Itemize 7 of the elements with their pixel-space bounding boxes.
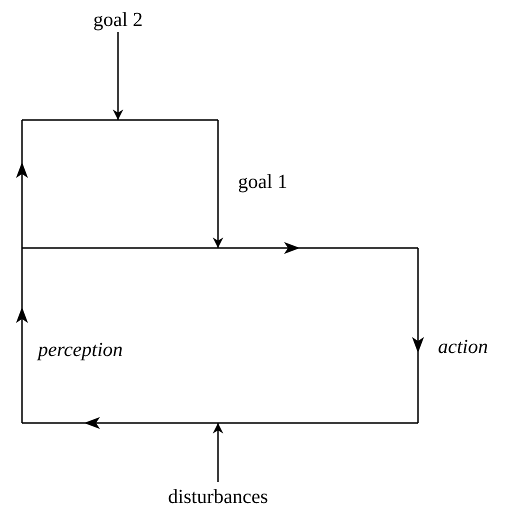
signal-label: perception [38, 340, 123, 360]
signal-label: goal 2 [93, 10, 143, 30]
signal-label: action [438, 337, 488, 357]
signal-label: goal 1 [238, 172, 288, 192]
signal-label: disturbances [168, 487, 268, 507]
arrow [112, 32, 124, 120]
arrow [212, 423, 224, 482]
